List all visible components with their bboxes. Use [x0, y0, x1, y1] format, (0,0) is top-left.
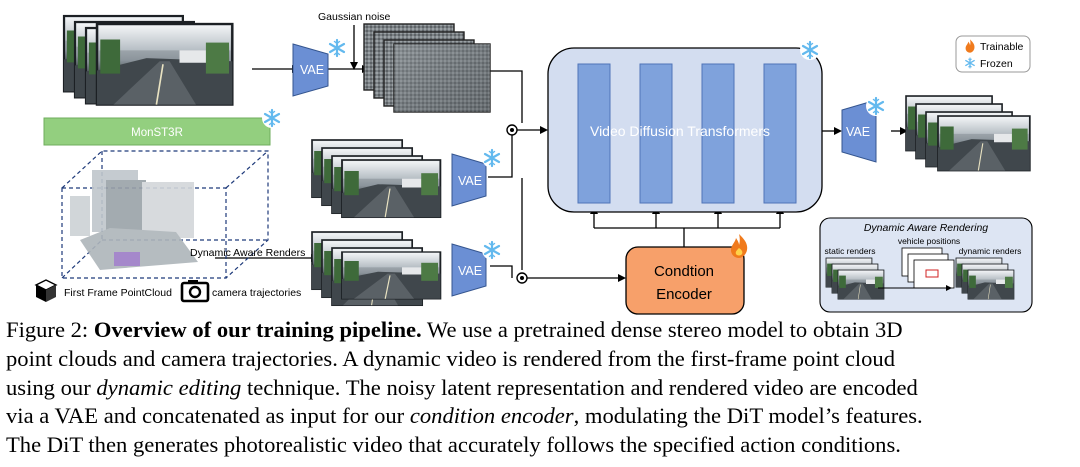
- svg-text:VAE: VAE: [458, 174, 482, 188]
- pipeline-diagram: Gaussian noise VAE MonST3R: [34, 11, 1033, 315]
- svg-text:Frozen: Frozen: [980, 58, 1013, 70]
- flame-icon: [731, 234, 748, 258]
- input-video-frames: [62, 14, 234, 106]
- concat-node-bottom: [516, 272, 528, 284]
- svg-text:Video Diffusion Transformers: Video Diffusion Transformers: [590, 123, 770, 139]
- caption-emphasis: condition encoder: [409, 403, 574, 429]
- snowflake-icon: [963, 56, 977, 70]
- svg-text:MonST3R: MonST3R: [131, 127, 183, 139]
- caption-text: , modulating the DiT model’s features.: [573, 403, 923, 429]
- svg-text:VAE: VAE: [300, 63, 324, 77]
- caption-line-4: via a VAE and concatenated as input for …: [6, 402, 1076, 431]
- dynamic-render-frames: [311, 231, 442, 307]
- figure-label: Figure 2:: [6, 317, 89, 342]
- caption-line-1: Figure 2: Overview of our training pipel…: [6, 316, 1076, 345]
- snowflake-icon: [325, 36, 349, 60]
- vae-encoder-middle: VAE: [451, 146, 504, 207]
- vae-encoder-top: VAE: [292, 36, 349, 97]
- caption-text: via a VAE and concatenated as input for …: [6, 403, 410, 429]
- rendered-video-frames: [311, 139, 442, 219]
- caption-emphasis: dynamic editing: [96, 374, 242, 400]
- connection-lines: [215, 25, 902, 279]
- vae-decoder: VAE: [841, 94, 888, 163]
- dynamic-aware-renders-label: Dynamic Aware Renders: [190, 247, 305, 259]
- output-video-frames: [905, 95, 1031, 172]
- noisy-latent-frames: [363, 23, 491, 113]
- cube-icon: [34, 279, 58, 302]
- caption-line-2: point clouds and camera trajectories. A …: [6, 345, 896, 371]
- snowflake-icon: [480, 238, 504, 262]
- snowflake-icon: [798, 38, 822, 62]
- gaussian-noise-label: Gaussian noise: [318, 11, 391, 23]
- video-diffusion-transformer: Video Diffusion Transformers: [547, 38, 823, 213]
- concat-node-top: [506, 124, 518, 136]
- first-frame-pointcloud-label: First Frame PointCloud: [64, 287, 172, 299]
- snowflake-icon: [864, 94, 888, 118]
- snowflake-icon: [260, 106, 284, 130]
- caption-title: Overview of our training pipeline.: [93, 317, 422, 342]
- figure-caption: Figure 2: Overview of our training pipel…: [6, 316, 1076, 460]
- caption-text: using our: [6, 374, 97, 400]
- legend: Trainable Frozen: [955, 35, 1031, 73]
- point-cloud-view: [61, 150, 269, 279]
- camera-trajectories-label: camera trajectories: [212, 287, 301, 299]
- caption-text: We use a pretrained dense stereo model t…: [421, 317, 903, 342]
- vae-encoder-bottom: VAE: [451, 238, 504, 297]
- svg-text:VAE: VAE: [846, 125, 870, 139]
- svg-text:Dynamic Aware Rendering: Dynamic Aware Rendering: [864, 222, 988, 234]
- svg-text:vehicle positions: vehicle positions: [898, 236, 960, 246]
- svg-text:static renders: static renders: [824, 246, 875, 256]
- camera-icon: [180, 280, 210, 303]
- svg-text:Encoder: Encoder: [656, 286, 712, 303]
- dynamic-aware-rendering-inset: Dynamic Aware Rendering static renders v…: [819, 217, 1033, 313]
- condition-encoder: Condtion Encoder: [625, 234, 748, 315]
- svg-text:dynamic renders: dynamic renders: [959, 246, 1022, 256]
- snowflake-icon: [480, 146, 504, 170]
- caption-line-5: The DiT then generates photorealistic vi…: [6, 432, 901, 458]
- svg-text:Condtion: Condtion: [654, 263, 714, 280]
- flame-icon: [965, 39, 975, 53]
- monst3r-module: MonST3R: [43, 106, 284, 146]
- svg-text:VAE: VAE: [458, 264, 482, 278]
- caption-line-3: using our dynamic editing technique. The…: [6, 374, 1076, 403]
- svg-text:Trainable: Trainable: [980, 41, 1024, 53]
- caption-text: technique. The noisy latent representati…: [241, 374, 918, 400]
